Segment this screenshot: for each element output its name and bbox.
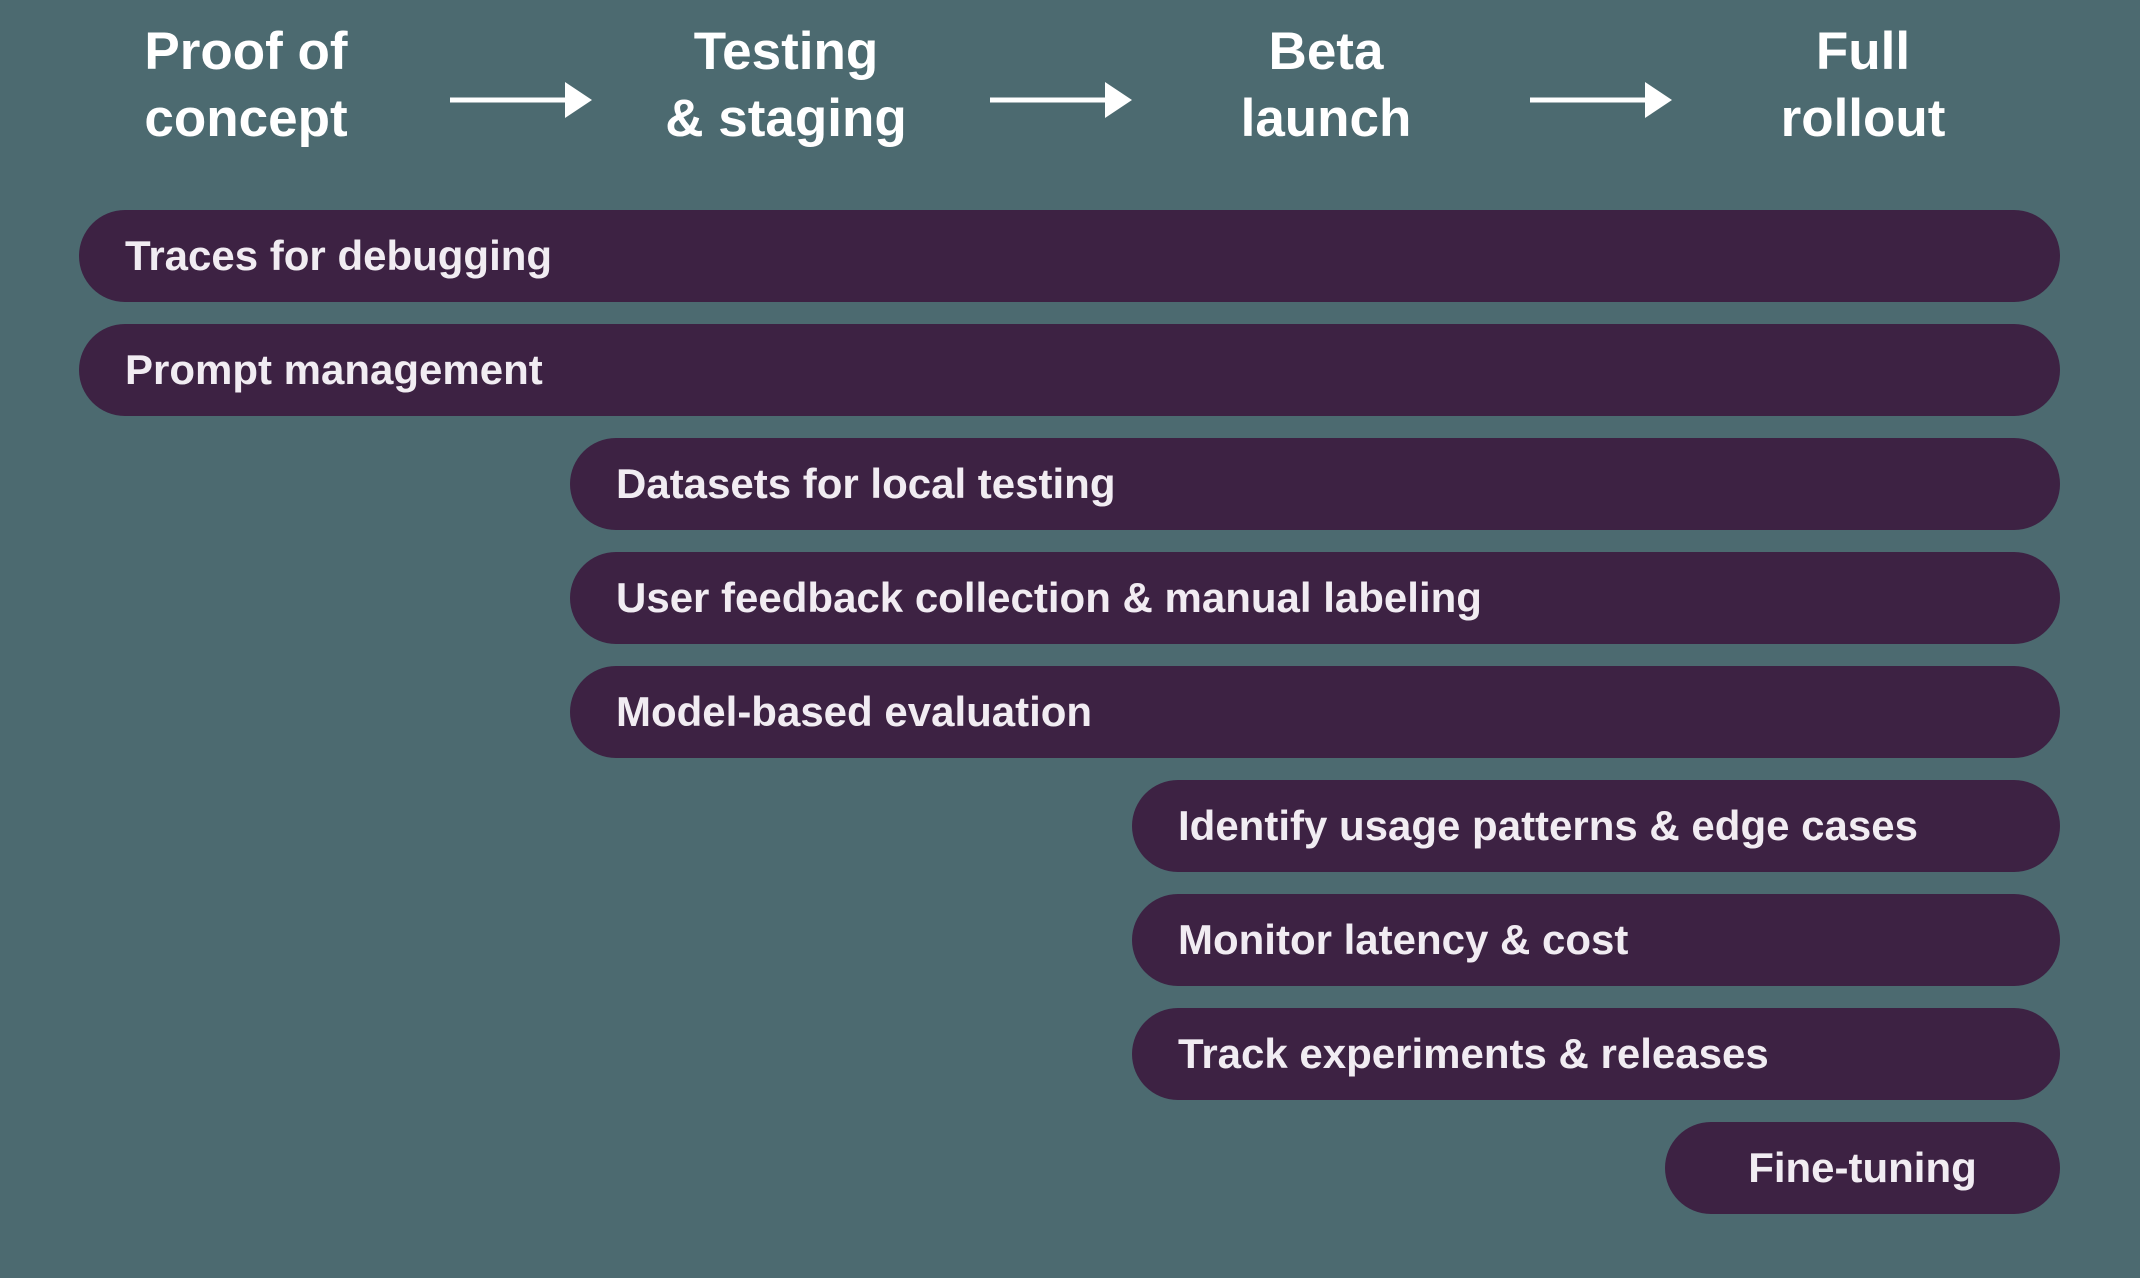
phase-proof-of-concept: Proof of concept — [144, 18, 347, 152]
bar-monitor-latency-cost: Monitor latency & cost — [1132, 894, 2060, 986]
phase-label-line: Proof of — [144, 22, 348, 81]
bar-traces-for-debugging: Traces for debugging — [79, 210, 2060, 302]
phase-testing-staging: Testing & staging — [665, 18, 906, 152]
phase-label-line: Testing — [693, 22, 879, 81]
phase-label-line: concept — [144, 89, 348, 148]
arrow-right-icon — [990, 79, 1132, 121]
phase-full-rollout: Full rollout — [1781, 18, 1946, 152]
bar-fine-tuning: Fine-tuning — [1665, 1122, 2060, 1214]
bar-prompt-management: Prompt management — [79, 324, 2060, 416]
bar-user-feedback-collection: User feedback collection & manual labeli… — [570, 552, 2060, 644]
arrow-right-icon — [450, 79, 592, 121]
phase-label-line: & staging — [665, 89, 907, 148]
arrow-right-icon — [1530, 79, 1672, 121]
bar-identify-usage-patterns: Identify usage patterns & edge cases — [1132, 780, 2060, 872]
phase-label-line: Full — [1815, 22, 1911, 81]
phase-beta-launch: Beta launch — [1241, 18, 1412, 152]
bar-model-based-evaluation: Model-based evaluation — [570, 666, 2060, 758]
bar-datasets-for-local-testing: Datasets for local testing — [570, 438, 2060, 530]
phase-label-line: launch — [1240, 89, 1412, 148]
phase-label-line: Beta — [1268, 22, 1384, 81]
bar-track-experiments-releases: Track experiments & releases — [1132, 1008, 2060, 1100]
phase-label-line: rollout — [1780, 89, 1946, 148]
